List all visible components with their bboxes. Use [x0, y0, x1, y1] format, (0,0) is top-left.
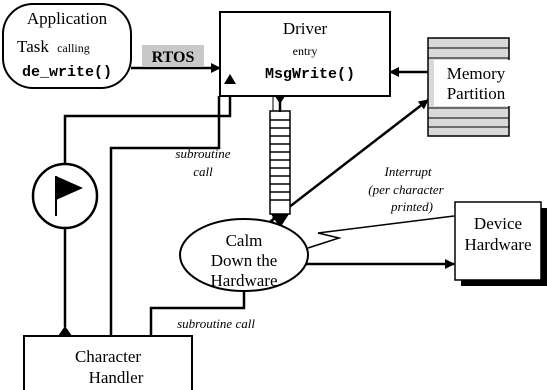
interrupt-line3: printed)	[390, 199, 433, 214]
memory-line2: Partition	[447, 84, 506, 103]
app-task-function: de_write()	[22, 64, 112, 81]
device-line1: Device	[474, 214, 522, 233]
device-hardware-box	[454, 201, 542, 281]
interrupt-line2: (per character	[368, 182, 444, 197]
app-task-line1: Application	[27, 9, 108, 28]
interrupt-lightning-icon	[307, 215, 455, 249]
memory-label-bg	[434, 60, 518, 106]
memory-line1: Memory	[447, 64, 506, 83]
app-task-line2-main: Task	[17, 37, 49, 56]
rtos-label-bg	[142, 45, 204, 67]
character-handler-box	[23, 335, 193, 390]
calm-to-handler-line	[149, 291, 246, 336]
calm-line2: Down the	[211, 251, 278, 270]
svg-text:Task calling: Task calling	[17, 37, 90, 56]
calm-down-ellipse	[179, 218, 309, 292]
application-task-box	[2, 3, 132, 89]
driver-input-triangle	[224, 74, 236, 84]
queue-output-triangle	[271, 214, 289, 228]
subroutine-call-lower: subroutine call	[177, 316, 255, 331]
char-handler-line2: Handler	[89, 368, 144, 387]
interrupt-line1: Interrupt	[384, 164, 432, 179]
subroutine-call-upper-line2: call	[193, 164, 213, 179]
memory-partition-stripes	[428, 47, 509, 128]
driver-function: MsgWrite()	[265, 66, 355, 83]
flag-icon	[55, 176, 83, 216]
handler-to-driver-loop	[109, 96, 221, 336]
handler-input-triangle	[58, 326, 72, 336]
subroutine-call-upper-line1: subroutine	[175, 146, 230, 161]
char-handler-line1: Character	[75, 347, 141, 366]
calm-line3: Hardware	[210, 271, 277, 290]
driver-box	[219, 11, 391, 97]
driver-entry: entry	[293, 44, 318, 58]
app-task-line2-small: calling	[57, 41, 90, 55]
device-line2: Hardware	[464, 235, 531, 254]
message-queue	[269, 110, 291, 215]
rtos-label: RTOS	[152, 49, 195, 66]
driver-title: Driver	[283, 19, 328, 38]
calm-line1: Calm	[226, 231, 263, 250]
